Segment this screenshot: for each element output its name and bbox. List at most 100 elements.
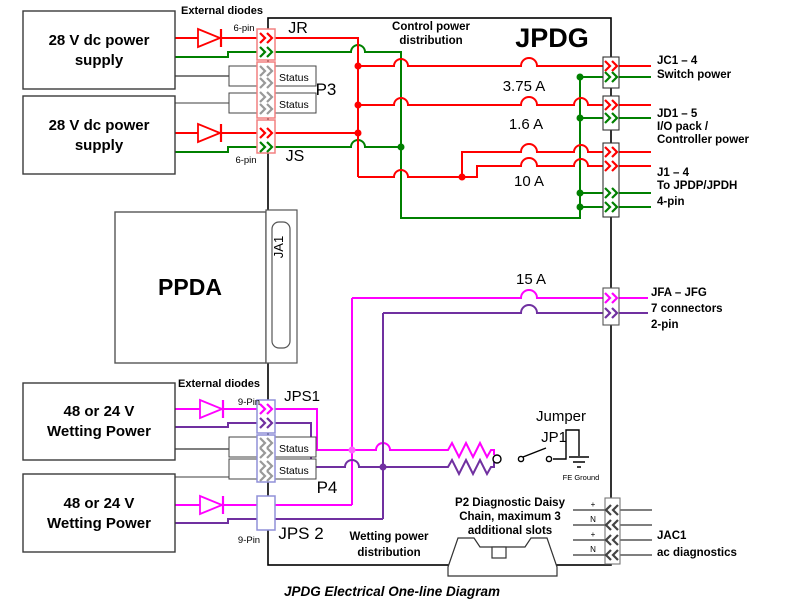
wire-mag-resistor [352, 440, 495, 460]
junction-dot [379, 463, 387, 471]
wetting2-label-line2: Wetting Power [47, 515, 151, 532]
p2-label-line1: P2 Diagnostic Daisy [455, 497, 566, 509]
wire-red-j1-feed [358, 169, 462, 178]
wetting-box-1 [22, 382, 176, 461]
jd1-label: JD1 – 5 [657, 108, 698, 120]
wire-red-jd [358, 96, 651, 106]
switch-contact-left [517, 455, 525, 463]
jac1-desc: ac diagnostics [657, 547, 737, 559]
j1-desc-line2: 4-pin [657, 196, 684, 208]
fuse-rating-1-6a: 1.6 A [509, 116, 543, 133]
jc1-desc: Switch power [657, 69, 732, 81]
pin6-label-js: 6-pin [235, 155, 256, 166]
jps2-label: JPS 2 [278, 524, 323, 543]
status-wires [175, 75, 229, 478]
wire-red-jc [358, 57, 651, 67]
wetting-dist-label-line2: distribution [357, 547, 420, 559]
green-return-wires [175, 44, 651, 219]
pin6-label-jr: 6-pin [233, 23, 254, 34]
junction-dot [458, 173, 466, 181]
supply-box-1 [22, 10, 176, 90]
purple-wetting-wires [175, 304, 648, 524]
control-dist-label-line2: distribution [399, 35, 462, 47]
jpdg-title: JPDG [515, 23, 589, 53]
jr-label: JR [288, 20, 308, 37]
p2-slot-key [491, 546, 507, 559]
switch-blade [522, 447, 547, 458]
p2-label-line2: Chain, maximum 3 [459, 511, 561, 523]
wire-green-jr-feed [175, 44, 581, 219]
jps1-label: JPS1 [284, 388, 320, 405]
ja1-connector-inner [271, 221, 291, 349]
ppda-box [114, 211, 267, 364]
junction-dot [348, 446, 356, 454]
control-dist-label-line1: Control power [392, 21, 470, 33]
junction-dot [576, 114, 584, 122]
switch-contact-right [545, 455, 553, 463]
wetting2-label-line1: 48 or 24 V [64, 495, 135, 512]
wetting1-label-line1: 48 or 24 V [64, 403, 135, 420]
diagram-caption: JPDG Electrical One-line Diagram [284, 584, 500, 599]
jumper-circuit [492, 429, 589, 468]
jumper-node-circle [492, 454, 502, 464]
fuse-rating-3-75a: 3.75 A [503, 78, 546, 95]
junction-dot [354, 129, 362, 137]
jfa-desc-line2: 2-pin [651, 319, 678, 331]
diode-icon [199, 398, 225, 420]
wire-mag-jps1-in [175, 408, 352, 451]
jd1-desc-line1: I/O pack / [657, 121, 709, 133]
jac1-pin-plus-1: + [591, 500, 596, 509]
wire-ground-step [553, 429, 580, 460]
jfa-desc-line1: 7 connectors [651, 303, 723, 315]
wire-red-j1-a [461, 143, 651, 177]
diode-icon [199, 494, 225, 516]
junction-dot [354, 62, 362, 70]
p4-label: P4 [317, 478, 338, 497]
wetting-dist-label-line1: Wetting power [349, 531, 429, 543]
external-diode-symbols [197, 27, 225, 516]
jac1-pin-n-1: N [590, 515, 596, 524]
junction-dot [354, 101, 362, 109]
status-label-1: Status [279, 72, 309, 84]
supply1-label-line2: supply [75, 52, 124, 69]
j1-label: J1 – 4 [657, 167, 690, 179]
status-label-4: Status [279, 465, 309, 477]
jac1-pin-n-2: N [590, 545, 596, 554]
wire-pur-jps1-in [175, 422, 383, 468]
supply1-label-line1: 28 V dc power [49, 32, 150, 49]
junction-dot [576, 203, 584, 211]
pin9-label-jps1: 9-Pin [238, 397, 260, 408]
junction-dot [576, 189, 584, 197]
supply2-label-line2: supply [75, 137, 124, 154]
p2-label-line3: additional slots [468, 525, 552, 537]
jfa-label: JFA – JFG [651, 287, 707, 299]
ppda-label: PPDA [158, 274, 222, 300]
wire-mag-15a [352, 289, 648, 299]
wetting1-label-line2: Wetting Power [47, 423, 151, 440]
fuse-rating-15a: 15 A [516, 271, 546, 288]
p3-label: P3 [316, 80, 337, 99]
pin9-label-jps2: 9-Pin [238, 535, 260, 546]
wire-pur-jps2-in [175, 518, 383, 524]
wire-pur-15a [383, 304, 648, 314]
ja1-label: JA1 [271, 236, 286, 258]
status-label-3: Status [279, 443, 309, 455]
jac1-wires [573, 509, 652, 556]
ground-icon [569, 456, 589, 468]
jac1-pin-plus-2: + [591, 530, 596, 539]
external-diodes-label-bottom: External diodes [178, 378, 260, 390]
wire-green-js-feed [175, 139, 401, 153]
j1-desc-line1: To JPDP/JPDH [657, 180, 737, 192]
jac1-label: JAC1 [657, 530, 687, 542]
js-label: JS [286, 148, 305, 165]
fuse-rating-10a: 10 A [514, 173, 544, 190]
supply-box-2 [22, 95, 176, 175]
connector-jps2 [256, 495, 276, 531]
diode-icon [197, 27, 223, 49]
junction-dot [576, 73, 584, 81]
external-diodes-label-top: External diodes [181, 5, 263, 17]
jc1-label: JC1 – 4 [657, 55, 698, 67]
wire-pur-resistor [383, 457, 495, 477]
jac1-wires-right [620, 509, 652, 556]
